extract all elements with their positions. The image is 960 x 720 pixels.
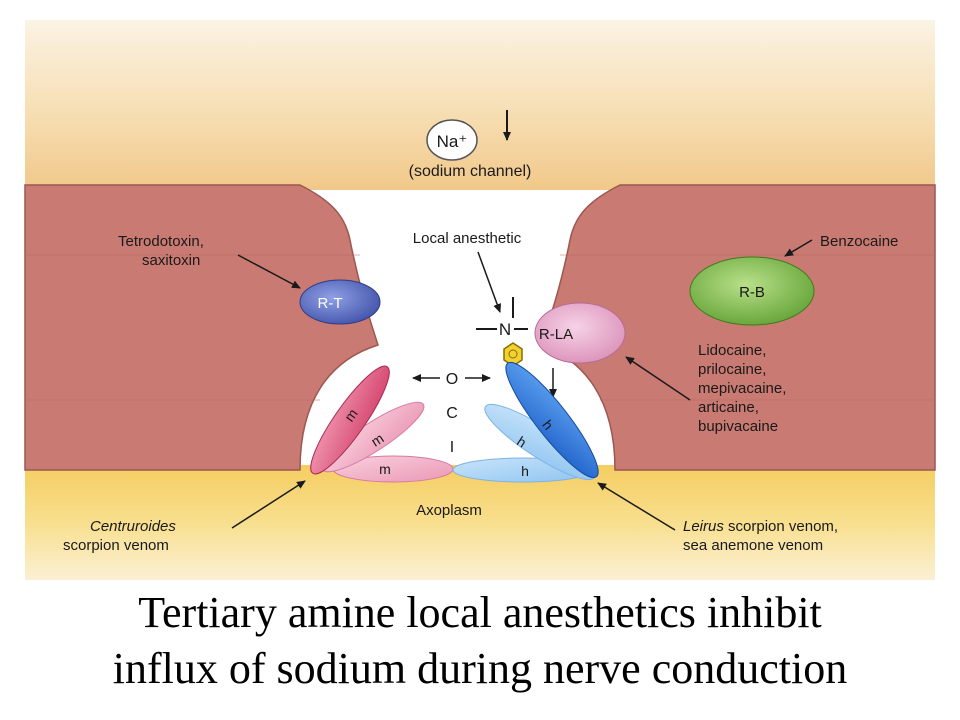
saxitoxin-label: saxitoxin	[142, 252, 200, 269]
state-closed: C	[446, 405, 458, 422]
state-open: O	[446, 371, 458, 388]
drug-list-item: Lidocaine,	[698, 342, 766, 359]
drug-list-item: articaine,	[698, 399, 759, 416]
receptor-rb-label: R-B	[739, 284, 765, 301]
centruroides-label: Centruroides	[90, 518, 176, 535]
m-gate-label: m	[379, 461, 391, 477]
h-gate-active	[505, 361, 599, 479]
extracellular-space	[25, 20, 935, 190]
m-gate-active	[310, 365, 390, 475]
centruroides-venom-label: scorpion venom	[63, 537, 169, 554]
receptor-rb	[689, 256, 815, 326]
local-anesthetic-arrow	[477, 251, 502, 313]
benzocaine-arrow	[784, 239, 813, 257]
sodium-ion	[426, 119, 478, 161]
benzocaine-label: Benzocaine	[820, 233, 898, 250]
state-inactivated: I	[450, 439, 454, 456]
receptor-rt	[299, 279, 381, 325]
receptor-rla	[534, 302, 626, 364]
receptor-rla-label: R-LA	[539, 326, 573, 343]
receptor-rt-label: R-T	[318, 295, 343, 312]
caption-line-1: Tertiary amine local anesthetics inhibit	[138, 588, 822, 637]
caption-line-2: influx of sodium during nerve conduction	[112, 644, 848, 693]
slide-caption: Tertiary amine local anesthetics inhibit…	[0, 585, 960, 697]
drug-list-item: mepivacaine,	[698, 380, 786, 397]
axoplasm-label: Axoplasm	[416, 502, 482, 519]
drug-list-item: prilocaine,	[698, 361, 766, 378]
leirus-label: Leirus scorpion venom,	[683, 518, 838, 535]
tetrodotoxin-arrow	[237, 254, 301, 289]
sodium-ion-label: Na⁺	[437, 132, 468, 151]
centruroides-arrow	[231, 480, 306, 529]
drug-list-arrow	[625, 356, 691, 401]
sodium-channel-diagram: Na⁺ (sodium channel) Tetrodotoxin, saxit…	[24, 20, 936, 580]
cell-membrane	[24, 184, 379, 471]
axoplasm-region	[25, 465, 935, 580]
amine-nitrogen: N	[499, 320, 511, 339]
leirus-arrow	[597, 482, 676, 531]
sodium-channel-label: (sodium channel)	[409, 163, 532, 180]
sea-anemone-label: sea anemone venom	[683, 537, 823, 554]
local-anesthetic-label: Local anesthetic	[413, 230, 522, 247]
drug-list-item: bupivacaine	[698, 418, 778, 435]
tetrodotoxin-label: Tetrodotoxin,	[118, 233, 204, 250]
h-gate-label: h	[521, 463, 529, 479]
